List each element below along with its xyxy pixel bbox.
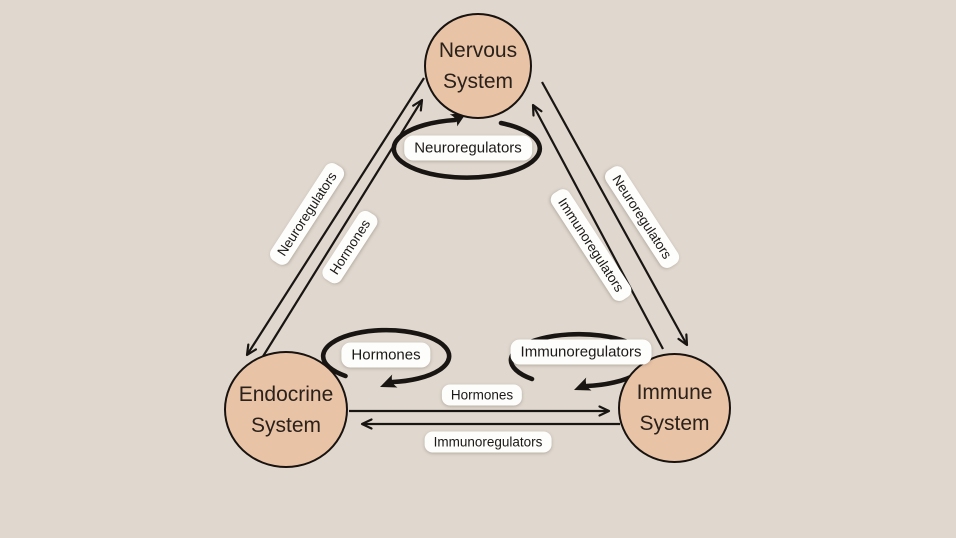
node-nervous-system: Nervous System [424, 13, 532, 119]
node-endocrine-system: Endocrine System [224, 351, 348, 468]
node-label-line: Immune [636, 381, 713, 404]
self-loop-endocrine-arrowhead-icon [380, 374, 398, 388]
self-loop-label-nervous: Neuroregulators [404, 135, 532, 161]
node-immune-system: Immune System [618, 353, 731, 463]
arrow-immune-to-nervous [531, 103, 664, 350]
self-loop-immune-arrowhead-icon [574, 377, 592, 391]
node-label-line: System [639, 412, 710, 435]
node-label-line: Endocrine [238, 382, 334, 406]
self-loop-label-immune: Immunoregulators [510, 339, 652, 365]
self-loop-endocrine [320, 327, 452, 385]
self-loop-nervous [391, 117, 543, 180]
edge-label-immune-to-endocrine: Immunoregulators [424, 431, 552, 453]
node-label-line: System [442, 70, 513, 93]
self-loop-label-endocrine: Hormones [341, 342, 431, 368]
node-label-line: System [250, 413, 321, 437]
node-label-line: Nervous [438, 39, 518, 62]
edge-label-endocrine-to-immune: Hormones [441, 384, 523, 406]
arrow-nervous-to-endocrine [245, 77, 425, 357]
arrow-nervous-to-immune [541, 81, 689, 347]
